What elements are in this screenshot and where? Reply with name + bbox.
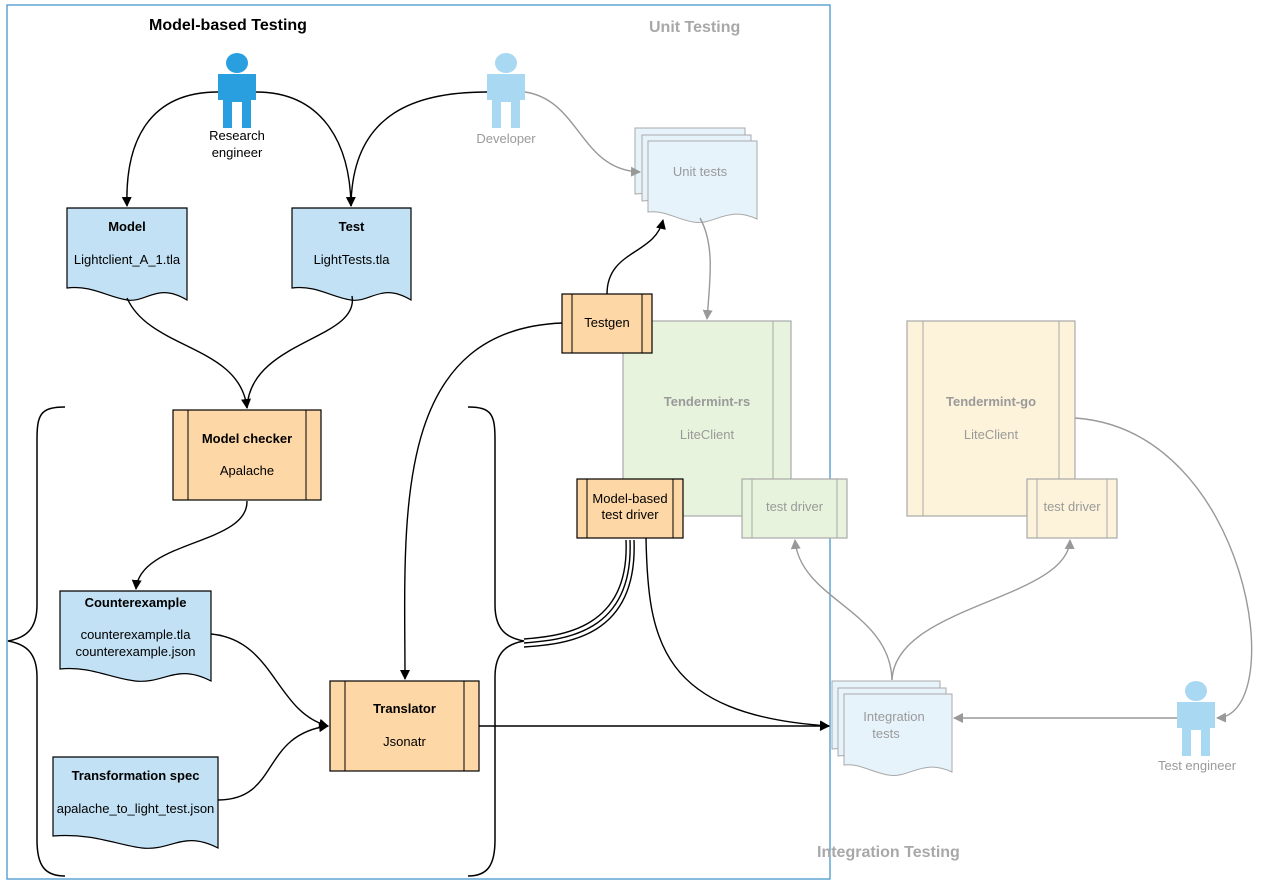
integration-testing-title: Integration Testing (817, 844, 960, 861)
edge-mbt-driver-to-integration (645, 537, 830, 731)
test-doc-title: Test (338, 219, 365, 234)
model-doc-file: Lightclient_A_1.tla (73, 252, 181, 267)
model-doc-title: Model (108, 219, 146, 234)
integration-tests-label-line1: Integration (863, 709, 925, 724)
test-engineer-label: Test engineer (1157, 758, 1237, 773)
edge-mbt-driver-to-brace-b (523, 539, 631, 644)
edge-research-to-model (121, 91, 219, 207)
edge-integration-to-go-driver (891, 539, 1075, 681)
transformation-doc-shape[interactable] (52, 756, 219, 849)
test-doc-file: LightTests.tla (313, 252, 390, 267)
unit-tests-doc-shape[interactable] (634, 127, 758, 223)
edge-counterexample-to-translator (210, 633, 329, 729)
edge-developer-to-unit-tests (524, 91, 641, 177)
testgen-label: Testgen (584, 315, 630, 330)
integration-tests-label-line2: tests (872, 726, 900, 741)
edge-testgen-to-unit-tests (606, 219, 666, 295)
developer-icon (487, 53, 525, 128)
research-engineer-label: Research engineer (209, 128, 265, 160)
integration-tests-doc-shape[interactable] (831, 680, 953, 776)
tendermint-rs-sub: LiteClient (679, 427, 735, 442)
edge-mbt-driver-to-brace-c (523, 539, 635, 648)
tendermint-go-sub: LiteClient (963, 427, 1019, 442)
edge-developer-to-test (350, 91, 488, 207)
model-based-testing-title: Model-based Testing (149, 17, 307, 34)
model-based-frame (6, 4, 831, 880)
edge-model-to-checker (126, 297, 251, 409)
rs-test-driver-box[interactable] (741, 478, 848, 539)
mbt-driver-label-line1: Model-based (592, 491, 668, 506)
edge-research-to-test (255, 91, 356, 207)
unit-testing-title: Unit Testing (649, 19, 741, 36)
developer-label: Developer (476, 131, 536, 146)
edge-unit-tests-to-rs (699, 217, 713, 320)
counterexample-doc-file1: counterexample.tla (80, 627, 191, 642)
mbt-driver-label-line2: test driver (601, 507, 659, 522)
edge-transformation-to-translator (217, 722, 329, 801)
rs-test-driver-label: test driver (765, 499, 824, 514)
mbt-driver-box[interactable] (576, 478, 684, 539)
test-doc-shape[interactable] (291, 207, 412, 302)
research-engineer-icon (218, 53, 256, 128)
model-checker-box[interactable] (172, 409, 322, 501)
translator-title: Translator (373, 701, 436, 716)
model-checker-tool: Apalache (219, 463, 275, 478)
edge-mbt-driver-to-brace-a (523, 539, 627, 640)
model-checker-title: Model checker (201, 431, 293, 446)
transformation-doc-title: Transformation spec (71, 768, 200, 783)
edge-checker-to-counterexample (131, 500, 248, 590)
transformation-doc-file: apalache_to_light_test.json (56, 801, 215, 816)
tendermint-go-title: Tendermint-go (945, 394, 1037, 409)
counterexample-doc-shape[interactable] (59, 590, 212, 682)
edge-integration-to-rs-driver (790, 539, 893, 681)
right-brace (467, 406, 525, 877)
edge-test-to-checker (246, 295, 353, 409)
counterexample-doc-title: Counterexample (84, 595, 187, 610)
model-doc-shape[interactable] (66, 207, 188, 302)
left-brace (7, 406, 66, 877)
unit-tests-label: Unit tests (672, 164, 728, 179)
counterexample-doc-file2: counterexample.json (75, 644, 196, 659)
go-test-driver-box[interactable] (1026, 478, 1118, 539)
tendermint-rs-title: Tendermint-rs (663, 394, 751, 409)
test-engineer-icon (1177, 681, 1215, 756)
go-test-driver-label: test driver (1043, 499, 1101, 514)
edge-testgen-to-translator (399, 322, 563, 680)
edge-go-to-test-engineer (1074, 417, 1253, 723)
translator-box[interactable] (329, 680, 480, 772)
translator-tool: Jsonatr (383, 734, 426, 749)
